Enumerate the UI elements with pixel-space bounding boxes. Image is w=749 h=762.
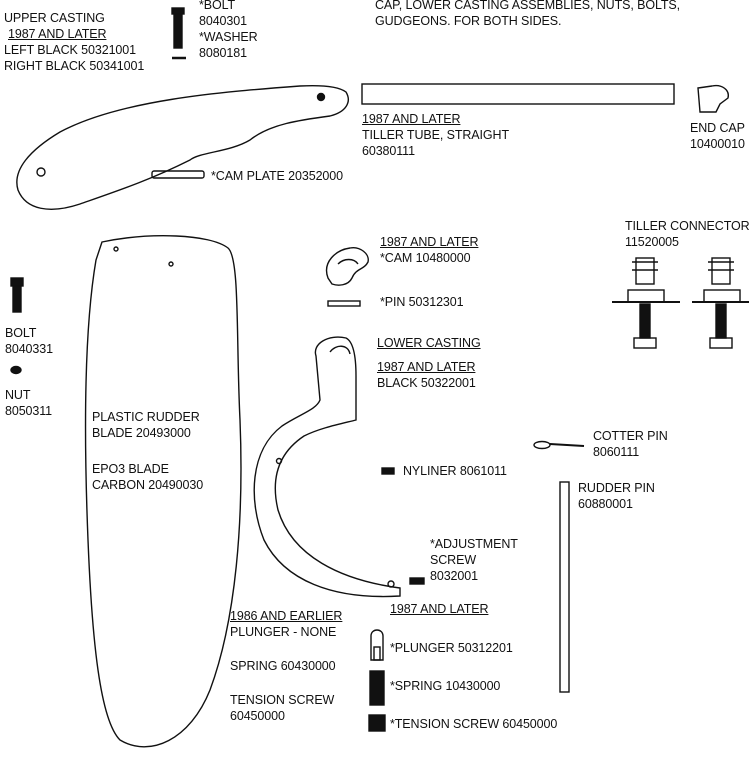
cam-label: 1987 AND LATER *CAM 10480000 (380, 234, 479, 266)
tiller-connector-name: TILLER CONNECTOR KIT (625, 219, 749, 233)
bolt-side-part-number: 8040331 (5, 342, 53, 356)
bolt-top-name: *BOLT (199, 0, 236, 12)
earlier-1986-label: 1986 AND EARLIER PLUNGER - NONE SPRING 6… (230, 608, 342, 724)
earlier-1986-year: 1986 AND EARLIER (230, 609, 343, 623)
rudder-blade-line-2: BLADE 20493000 (92, 426, 191, 440)
bolt-top-part-number: 8040301 (199, 14, 247, 28)
adjustment-screw-part-number: 8032001 (430, 569, 478, 583)
bolt-side-part (10, 277, 24, 313)
cotter-pin-name: COTTER PIN (593, 429, 668, 443)
earlier-1986-spring: SPRING 60430000 (230, 659, 336, 673)
rudder-blade-hole-2 (168, 261, 174, 267)
tiller-tube-part (361, 83, 675, 105)
end-cap-part-number: 10400010 (690, 137, 745, 151)
upper-casting-left: LEFT BLACK 50321001 (4, 43, 136, 57)
tension-screw-label: *TENSION SCREW 60450000 (390, 717, 558, 731)
end-cap-label: END CAP 10400010 (690, 120, 745, 152)
adjustment-screw-label: *ADJUSTMENT SCREW 8032001 (430, 536, 518, 584)
cam-plate-label: *CAM PLATE 20352000 (211, 169, 343, 183)
cam-slot (337, 258, 359, 265)
bolt-side-name: BOLT (5, 326, 37, 340)
earlier-1986-tension-2: 60450000 (230, 709, 285, 723)
lower-casting-label: LOWER CASTING 1987 AND LATER BLACK 50322… (377, 335, 481, 391)
tiller-connector-label: TILLER CONNECTOR KIT 11520005 (625, 218, 749, 250)
washer-part-number: 8080181 (199, 46, 247, 60)
nyliner-label: NYLINER 8061011 (403, 464, 507, 478)
lower-casting-part (253, 336, 401, 598)
plunger-label: *PLUNGER 50312201 (390, 641, 513, 655)
adjustment-screw-line-2: SCREW (430, 553, 477, 567)
cam-plate-part (151, 170, 205, 179)
adjustment-screw-line-1: *ADJUSTMENT (430, 537, 518, 551)
rudder-pin-part (559, 481, 570, 693)
later-1987-heading: 1987 AND LATER (390, 602, 489, 616)
nut-part (10, 365, 22, 375)
upper-casting-right: RIGHT BLACK 50341001 (4, 59, 145, 73)
upper-casting-label: UPPER CASTING 1987 AND LATER LEFT BLACK … (4, 10, 144, 74)
plunger-part (370, 629, 384, 661)
bolt-top-label: *BOLT 8040301 *WASHER 8080181 (199, 0, 258, 61)
rudder-blade-line-3: EPO3 BLADE (92, 462, 169, 476)
tiller-tube-part-number: 60380111 (362, 144, 415, 158)
rudder-pin-name: RUDDER PIN (578, 481, 655, 495)
earlier-1986-plunger: PLUNGER - NONE (230, 625, 337, 639)
end-cap-name: END CAP (690, 121, 745, 135)
kit-note: CAP, LOWER CASTING ASSEMBLIES, NUTS, BOL… (375, 0, 680, 29)
nyliner-part (381, 467, 395, 475)
rudder-blade-label: PLASTIC RUDDER BLADE 20493000 EPO3 BLADE… (92, 409, 203, 493)
rudder-pin-part-number: 60880001 (578, 497, 633, 511)
bolt-side-label: BOLT 8040331 (5, 325, 53, 357)
upper-casting-part (16, 84, 349, 210)
tiller-connector-part-number: 11520005 (625, 235, 679, 249)
nut-part-number: 8050311 (5, 404, 53, 418)
lower-casting-cam (329, 345, 351, 355)
rudder-blade-hole-1 (113, 246, 119, 252)
pin-part (327, 300, 361, 307)
tiller-tube-label: 1987 AND LATER TILLER TUBE, STRAIGHT 603… (362, 111, 509, 159)
end-cap-part (697, 84, 729, 113)
lower-casting-color: BLACK 50322001 (377, 376, 476, 390)
tiller-tube-name: TILLER TUBE, STRAIGHT (362, 128, 510, 142)
lower-casting-bottom-hole (387, 580, 395, 588)
tiller-connector-part-2 (692, 257, 749, 349)
cotter-pin-part (533, 440, 585, 450)
lower-casting-year: 1987 AND LATER (377, 360, 476, 374)
tension-screw-part (368, 714, 386, 732)
bolt-top-part (171, 7, 185, 49)
lower-casting-title: LOWER CASTING (377, 336, 481, 350)
kit-note-line-2: GUDGEONS. FOR BOTH SIDES. (375, 14, 562, 28)
rudder-pin-label: RUDDER PIN 60880001 (578, 480, 655, 512)
earlier-1986-tension-1: TENSION SCREW (230, 693, 335, 707)
kit-note-line-1: CAP, LOWER CASTING ASSEMBLIES, NUTS, BOL… (375, 0, 681, 12)
pin-label: *PIN 50312301 (380, 295, 464, 309)
tiller-connector-part-1 (612, 257, 680, 349)
rudder-blade-line-1: PLASTIC RUDDER (92, 410, 200, 424)
rudder-blade-part (84, 235, 242, 748)
nut-name: NUT (5, 388, 31, 402)
adjustment-screw-part (409, 577, 425, 585)
cam-year: 1987 AND LATER (380, 235, 479, 249)
upper-casting-pivot (316, 92, 326, 102)
nut-label: NUT 8050311 (5, 387, 52, 419)
spring-label: *SPRING 10430000 (390, 679, 501, 693)
cam-part (325, 247, 369, 286)
spring-part (369, 670, 385, 706)
upper-casting-title: UPPER CASTING (4, 11, 105, 25)
upper-casting-year: 1987 AND LATER (8, 27, 107, 41)
cotter-pin-label: COTTER PIN 8060111 (593, 428, 668, 460)
lower-casting-hole (275, 457, 283, 465)
cam-name: *CAM 10480000 (380, 251, 471, 265)
tiller-tube-year: 1987 AND LATER (362, 112, 461, 126)
washer-name: *WASHER (199, 30, 258, 44)
cotter-pin-part-number: 8060111 (593, 445, 640, 459)
upper-casting-hole (36, 167, 46, 177)
rudder-blade-line-4: CARBON 20490030 (92, 478, 204, 492)
